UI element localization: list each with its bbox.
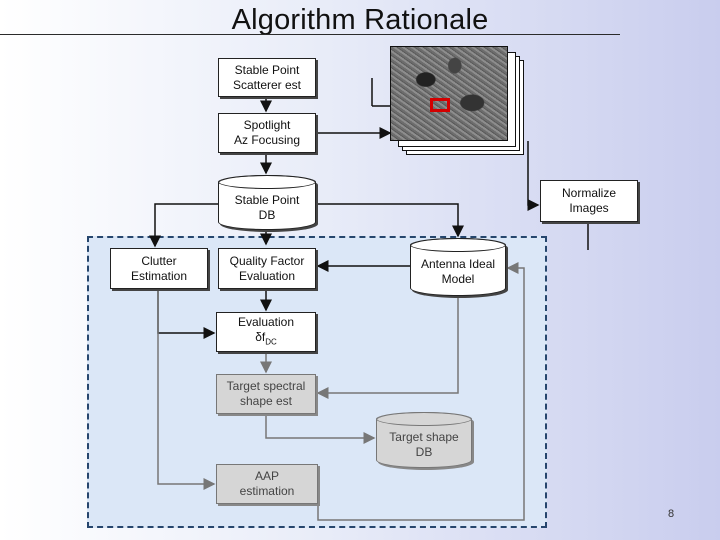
stable-point-db-cylinder: Stable Point DB bbox=[218, 175, 316, 230]
arrow-db-to-clutter bbox=[149, 203, 218, 248]
arrow-clutter-to-aap bbox=[157, 289, 216, 490]
antenna-ideal-model-cylinder: Antenna Ideal Model bbox=[410, 238, 506, 296]
evaluation-label: Evaluation bbox=[237, 314, 295, 329]
stable-point-scatterer-box: Stable Point Scatterer est bbox=[218, 58, 316, 97]
slide-title: Algorithm Rationale bbox=[231, 4, 489, 36]
arrow-clutter-to-evaluation bbox=[157, 289, 216, 339]
arrow-db-to-antenna bbox=[316, 203, 464, 238]
clutter-estimation-box: Clutter Estimation bbox=[110, 248, 208, 289]
target-shape-db-cylinder: Target shape DB bbox=[376, 412, 472, 468]
evaluation-delta-fdc: δfDC bbox=[255, 330, 277, 349]
arrow-image-to-normalize bbox=[527, 141, 540, 211]
target-spectral-shape-box: Target spectral shape est bbox=[216, 374, 316, 414]
arrow-spectral-to-db bbox=[265, 414, 376, 444]
title-underline bbox=[0, 34, 620, 35]
arrow-aap-loop bbox=[317, 262, 525, 521]
page-number: 8 bbox=[668, 508, 675, 520]
arrow-antenna-to-spectral bbox=[316, 294, 459, 399]
evaluation-box: Evaluation δfDC bbox=[216, 312, 316, 352]
stable-point-marker bbox=[430, 98, 450, 112]
delta-f-symbol: δf bbox=[255, 329, 266, 344]
normalize-images-box: Normalize Images bbox=[540, 180, 638, 222]
dc-subscript: DC bbox=[265, 337, 277, 347]
sar-image-front bbox=[390, 46, 508, 141]
spotlight-az-focusing-box: Spotlight Az Focusing bbox=[218, 113, 316, 153]
quality-factor-evaluation-box: Quality Factor Evaluation bbox=[218, 248, 316, 289]
aap-estimation-box: AAP estimation bbox=[216, 464, 318, 504]
